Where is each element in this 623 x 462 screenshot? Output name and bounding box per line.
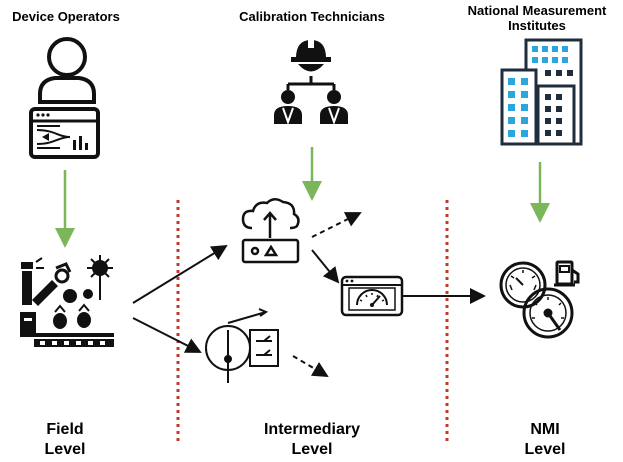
nmi-title-line1: National Measurement	[467, 3, 607, 18]
meter-switch-icon	[205, 308, 279, 383]
office-building-icon	[500, 38, 583, 146]
arrow-meter-out-dashed	[292, 355, 329, 378]
gauges-fuel-icon	[499, 260, 580, 339]
intermediary-level-line2: Level	[291, 441, 333, 458]
calibration-technicians-title: Calibration Technicians	[239, 9, 385, 24]
field-level-line1: Field	[46, 421, 84, 438]
field-level-line2: Level	[44, 441, 86, 458]
dashboard-screen-icon	[29, 107, 100, 159]
arrow-cloud-to-display	[311, 249, 340, 284]
nmi-title: National Measurement Institutes	[452, 3, 622, 33]
farm-sensors-icon	[20, 255, 114, 347]
gauge-display-icon	[340, 275, 404, 317]
arrow-cloud-out-dashed	[311, 212, 362, 238]
field-level-label: Field Level	[20, 420, 110, 460]
user-icon	[38, 37, 96, 104]
intermediary-level-label: Intermediary Level	[242, 420, 382, 460]
intermediary-level-line1: Intermediary	[263, 421, 361, 438]
nmi-title-line2: Institutes	[508, 18, 566, 33]
arrow-field-to-meter	[132, 317, 202, 353]
arrow-field-to-cloud	[132, 244, 228, 304]
device-operators-title: Device Operators	[12, 9, 120, 24]
nmi-level-line2: Level	[524, 441, 566, 458]
cloud-upload-device-icon	[241, 198, 300, 264]
nmi-level-label: NMI Level	[505, 420, 585, 460]
engineers-team-icon	[274, 40, 348, 125]
nmi-level-line1: NMI	[530, 421, 560, 438]
